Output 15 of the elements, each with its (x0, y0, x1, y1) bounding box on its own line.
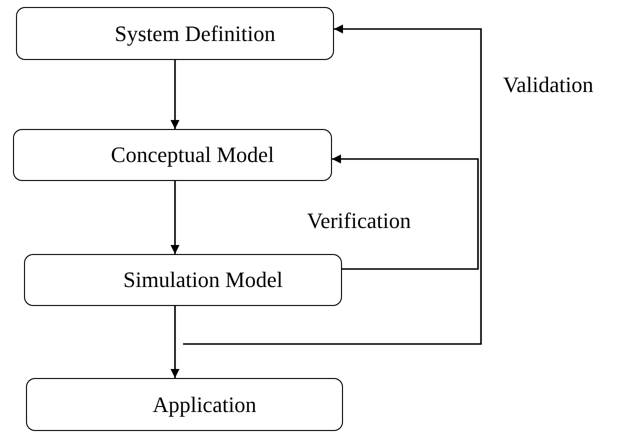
arrow (170, 60, 180, 129)
box-label: Simulation Model (122, 267, 283, 293)
process-box (13, 129, 332, 181)
edge-label: Validation (503, 72, 594, 98)
arrow (170, 306, 180, 378)
arrow (170, 181, 180, 254)
arrow (183, 24, 482, 345)
process-box (26, 378, 343, 431)
box-label: System Definition (114, 20, 276, 46)
process-box (24, 254, 342, 306)
box-label: Conceptual Model (110, 142, 274, 168)
process-box (16, 7, 334, 60)
edge-label: Verification (307, 208, 411, 234)
arrow (332, 154, 479, 270)
box-label: Application (152, 392, 256, 418)
